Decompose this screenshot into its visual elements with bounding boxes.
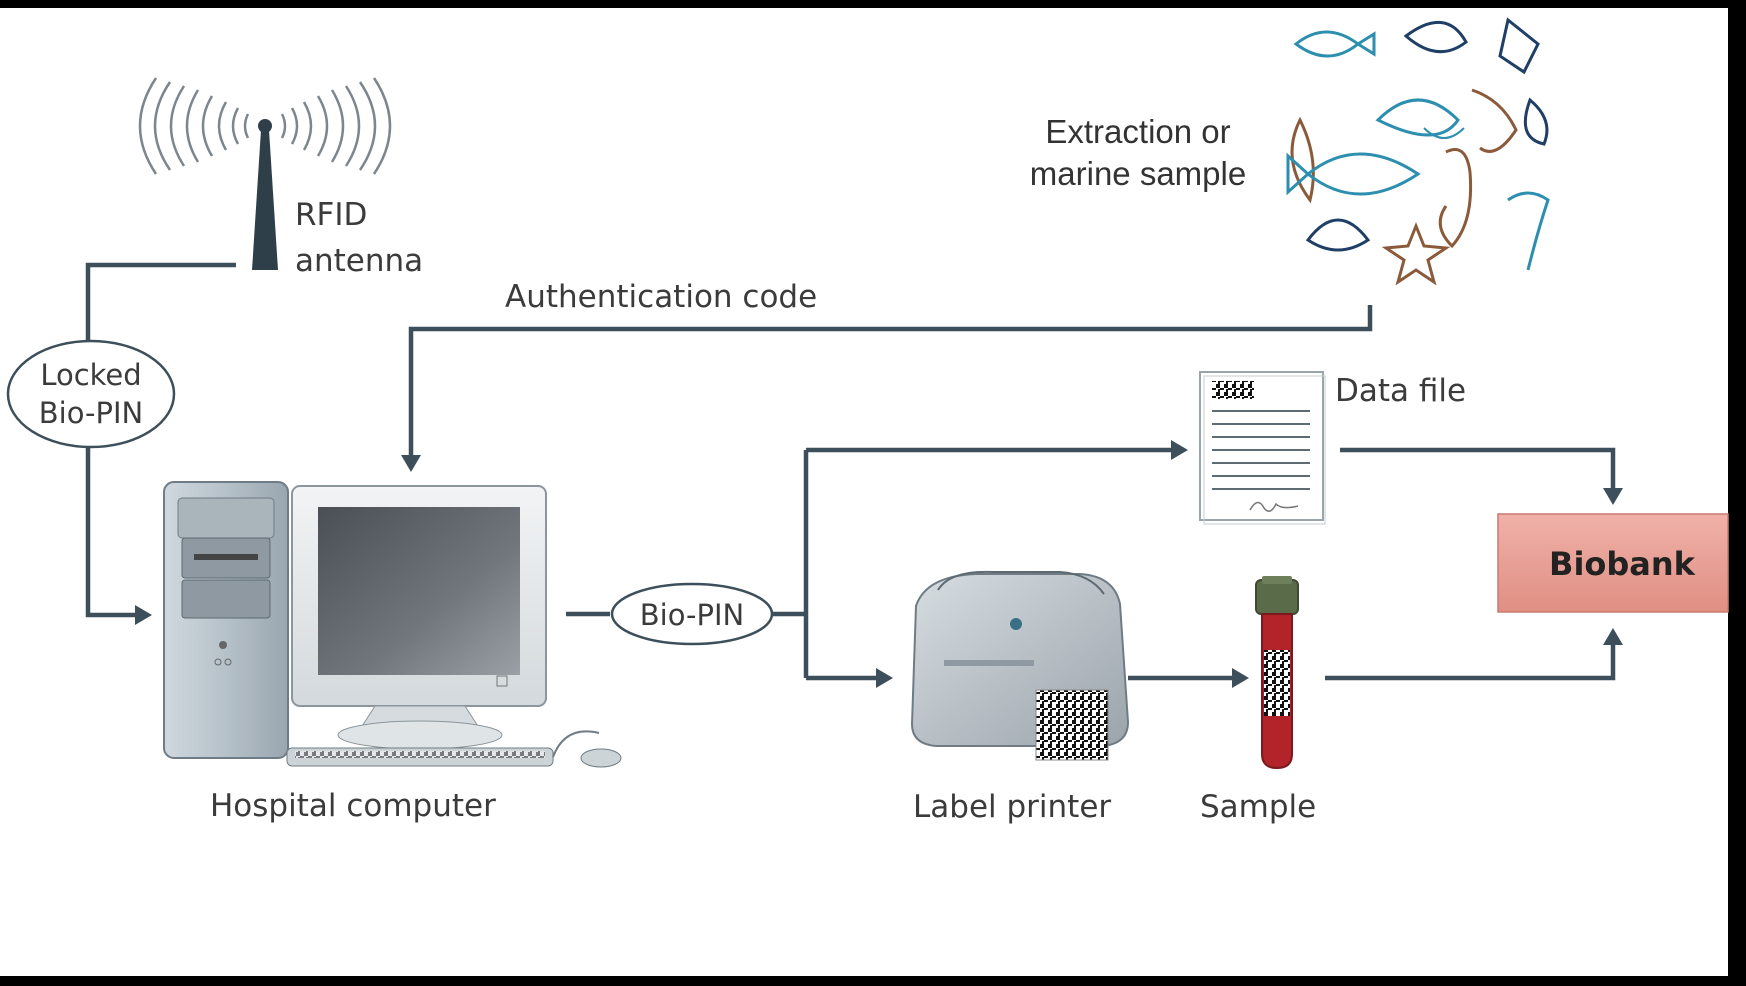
- bio-pin-label: Bio-PIN: [640, 598, 744, 632]
- arrow-to-computer: [135, 605, 152, 625]
- arrow-to-printer: [876, 668, 893, 688]
- label-printer-label: Label printer: [913, 789, 1111, 825]
- locked-bio-pin-badge: [6, 339, 176, 449]
- sample-to-biobank-line: [1325, 645, 1616, 681]
- authentication-code-line: [408, 305, 1373, 455]
- sample-tube-icon: [1255, 576, 1299, 770]
- biobank-box: [1497, 513, 1729, 613]
- arrow-to-monitor: [401, 455, 421, 472]
- extraction-label-line2: marine sample: [1030, 155, 1246, 192]
- hospital-computer-label: Hospital computer: [210, 788, 496, 824]
- arrow-to-data-file: [1171, 440, 1188, 460]
- rfid-label-line1: RFID: [295, 197, 367, 233]
- arrow-to-biobank-top: [1603, 488, 1623, 505]
- locked-bio-pin-line1: Locked: [40, 358, 141, 392]
- data-file-to-biobank-line: [1340, 447, 1616, 488]
- rfid-antenna-icon: [138, 77, 392, 270]
- bio-pin-split-line: [772, 447, 1171, 681]
- hospital-computer-icon: [163, 481, 622, 768]
- data-file-label: Data file: [1335, 373, 1466, 409]
- data-file-icon: [1199, 371, 1326, 525]
- rfid-label-line2: antenna: [295, 243, 423, 279]
- label-printer-icon: [910, 570, 1130, 761]
- arrow-to-biobank-bottom: [1603, 628, 1623, 645]
- arrow-to-sample: [1232, 668, 1249, 688]
- sample-label: Sample: [1200, 789, 1316, 825]
- marine-sample-icon: [1286, 17, 1550, 286]
- extraction-label-line1: Extraction or: [1045, 113, 1230, 150]
- biobank-label: Biobank: [1549, 545, 1696, 583]
- locked-bio-pin-line2: Bio-PIN: [39, 396, 143, 430]
- authentication-code-label: Authentication code: [505, 279, 817, 315]
